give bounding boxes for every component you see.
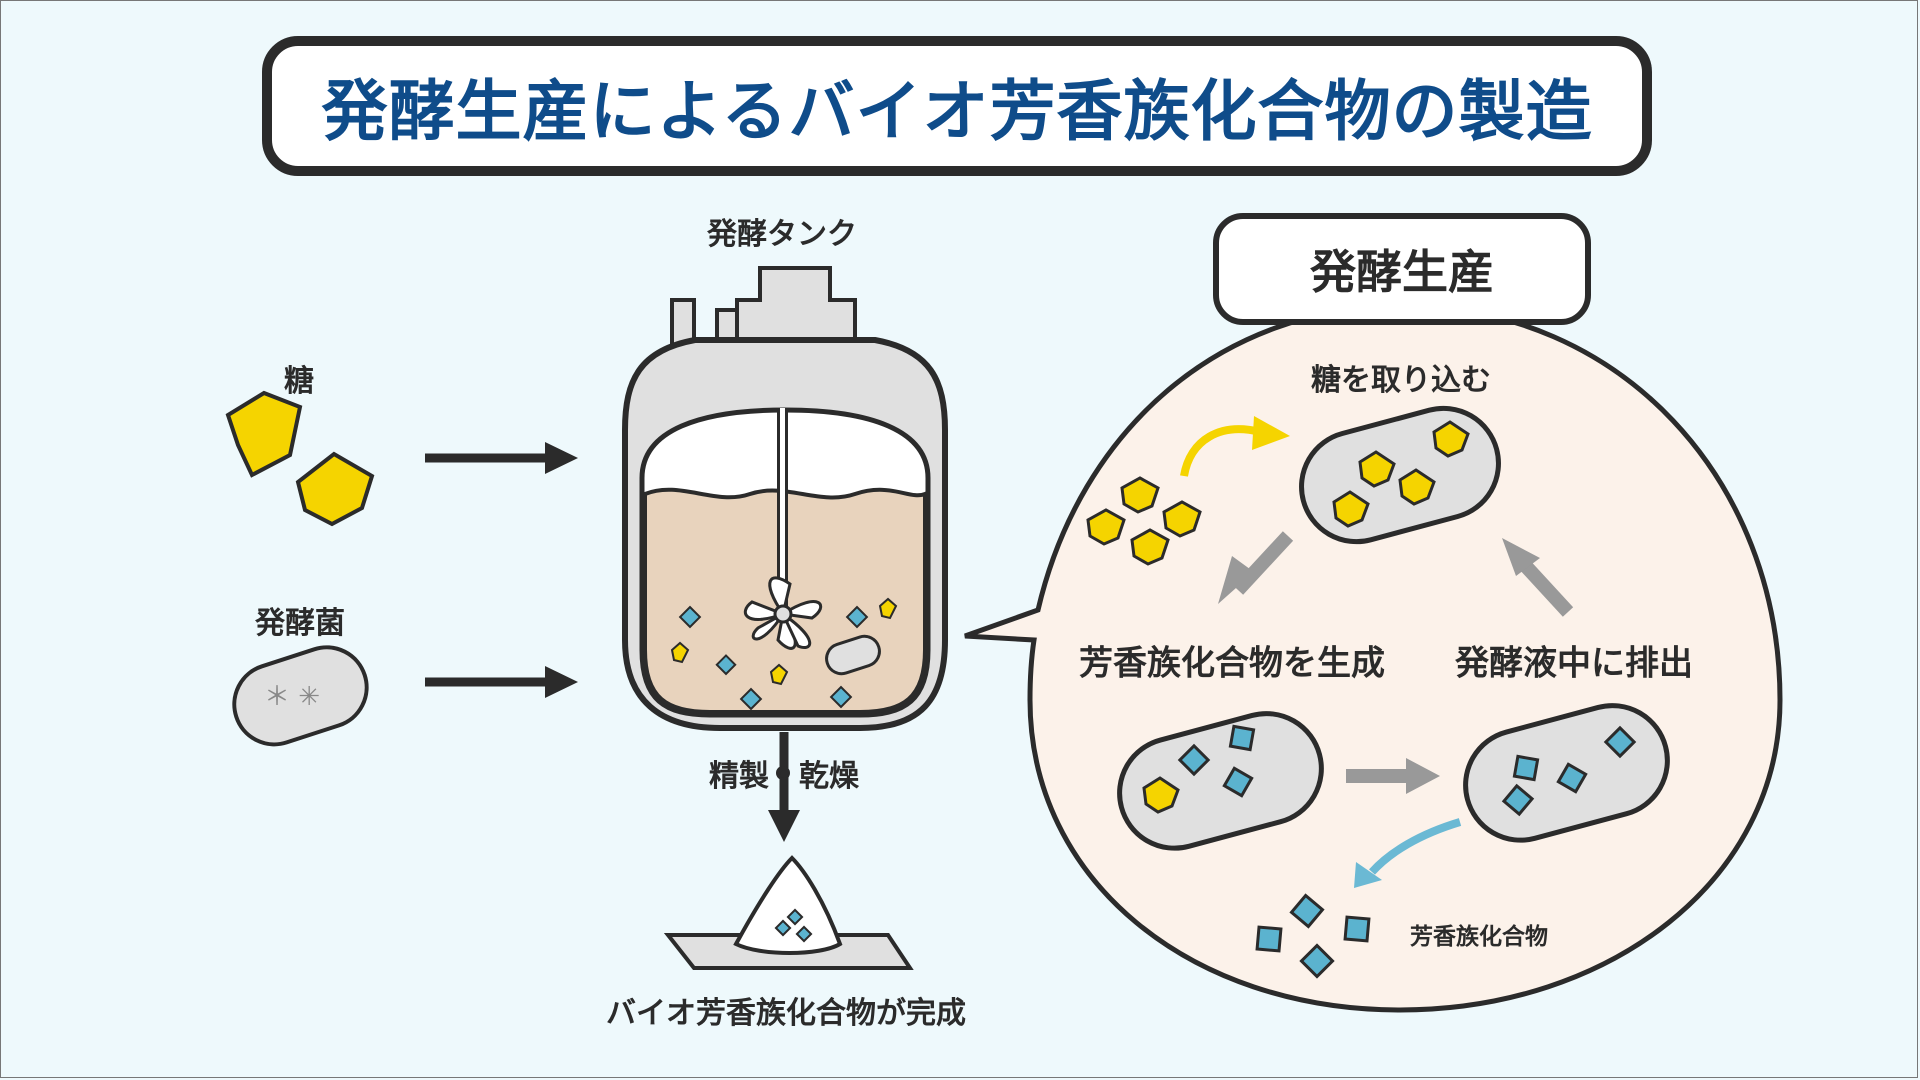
page-title: 発酵生産によるバイオ芳香族化合物の製造 [321,73,1593,150]
svg-text:＊ ✳: ＊ ✳ [264,682,320,712]
transfer-arrow [1346,758,1440,794]
sugar-label: 糖 [284,364,314,399]
sugar-icon [225,390,375,527]
microbe-icon: ＊ ✳ [232,645,369,747]
sugar-arrow [425,442,578,474]
step-produce-label: 芳香族化合物を生成 [1079,643,1385,684]
compound-label: 芳香族化合物 [1410,924,1548,950]
purification-label: 精製・乾燥 [709,759,859,794]
cell-uptake [1299,405,1501,545]
step-excrete-label: 発酵液中に排出 [1455,643,1693,684]
zoom-title: 発酵生産 [1310,245,1494,299]
product-label: バイオ芳香族化合物が完成 [606,996,966,1031]
uptake-arrow [1180,416,1290,477]
excrete-arrow [1502,538,1574,617]
zoom-sugars [1086,476,1202,566]
cell-excrete [1463,703,1670,843]
fermentation-tank [622,266,948,731]
release-arrow [1354,818,1462,888]
released-compounds [1255,893,1371,979]
title-box: 発酵生産によるバイオ芳香族化合物の製造 [262,36,1652,176]
product-powder [663,855,914,970]
tank-label: 発酵タンク [707,217,857,252]
zoom-title-box: 発酵生産 [1213,213,1591,325]
produce-arrow [1218,531,1294,604]
cell-produce [1117,711,1324,851]
purification-arrow [768,732,800,842]
microbe-arrow [425,666,578,698]
step-uptake-label: 糖を取り込む [1311,363,1491,398]
microbe-label: 発酵菌 [255,606,345,641]
